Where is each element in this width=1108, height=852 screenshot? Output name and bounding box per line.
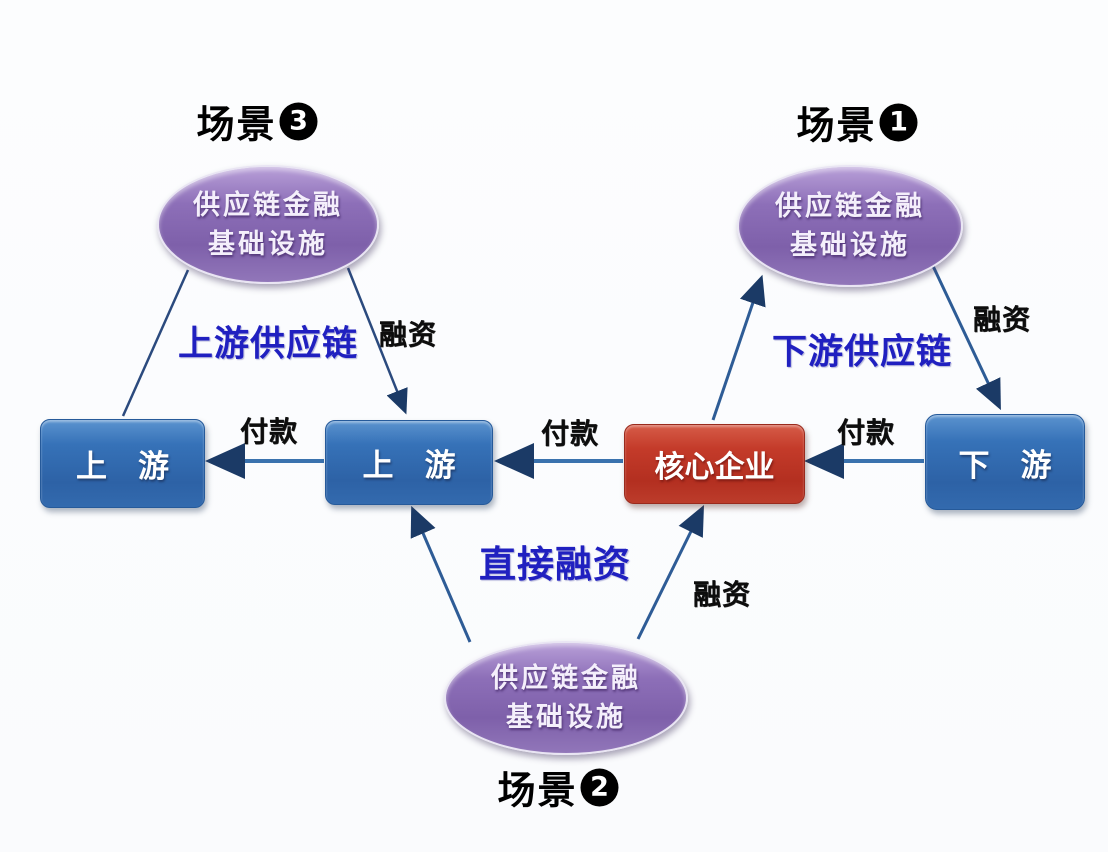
infrastructure-ellipse-scene1: 供应链金融 基础设施: [737, 165, 963, 287]
label-payment-right: 付款: [836, 416, 896, 449]
node-core-enterprise-label: 核心企业: [654, 450, 775, 485]
label-financing-bottom: 融资: [692, 578, 752, 611]
infrastructure-line2: 基础设施: [208, 228, 328, 260]
node-upstream-mid-label: 上 游: [362, 448, 456, 484]
label-upstream-supply-chain: 上游供应链: [177, 324, 359, 365]
infrastructure-line1: 供应链金融: [193, 189, 343, 221]
node-downstream-label: 下 游: [958, 447, 1052, 484]
scene-3-text: 场景: [196, 102, 277, 147]
node-core-enterprise: 核心企业: [624, 424, 805, 504]
label-direct-financing: 直接融资: [479, 543, 631, 586]
infrastructure-line1: 供应链金融: [491, 663, 641, 694]
infrastructure-ellipse-scene2: 供应链金融 基础设施: [444, 641, 688, 755]
infrastructure-line2: 基础设施: [506, 702, 626, 733]
node-upstream-far: 上 游: [40, 419, 205, 508]
scene-3-number-badge: 3: [279, 102, 318, 140]
edge-core-infra1: [711, 274, 766, 421]
infrastructure-ellipse-scene3: 供应链金融 基础设施: [157, 165, 379, 284]
edge-infra2-direct-financing: [410, 505, 472, 643]
label-payment-left: 付款: [239, 415, 299, 448]
node-upstream-far-label: 上 游: [76, 449, 169, 485]
scene-1-text: 场景: [796, 103, 877, 148]
infrastructure-line1: 供应链金融: [775, 191, 925, 222]
label-financing-top-left: 融资: [378, 318, 438, 351]
scene-2-text: 场景: [497, 768, 578, 813]
scene-2-number-badge: 2: [580, 768, 619, 806]
label-payment-mid: 付款: [540, 417, 600, 450]
scene-1-number-badge: 1: [879, 103, 918, 141]
node-downstream: 下 游: [925, 414, 1085, 510]
infrastructure-line2: 基础设施: [790, 230, 910, 261]
label-downstream-supply-chain: 下游供应链: [771, 332, 953, 373]
node-upstream-mid: 上 游: [325, 420, 493, 505]
label-financing-top-right: 融资: [972, 303, 1032, 336]
